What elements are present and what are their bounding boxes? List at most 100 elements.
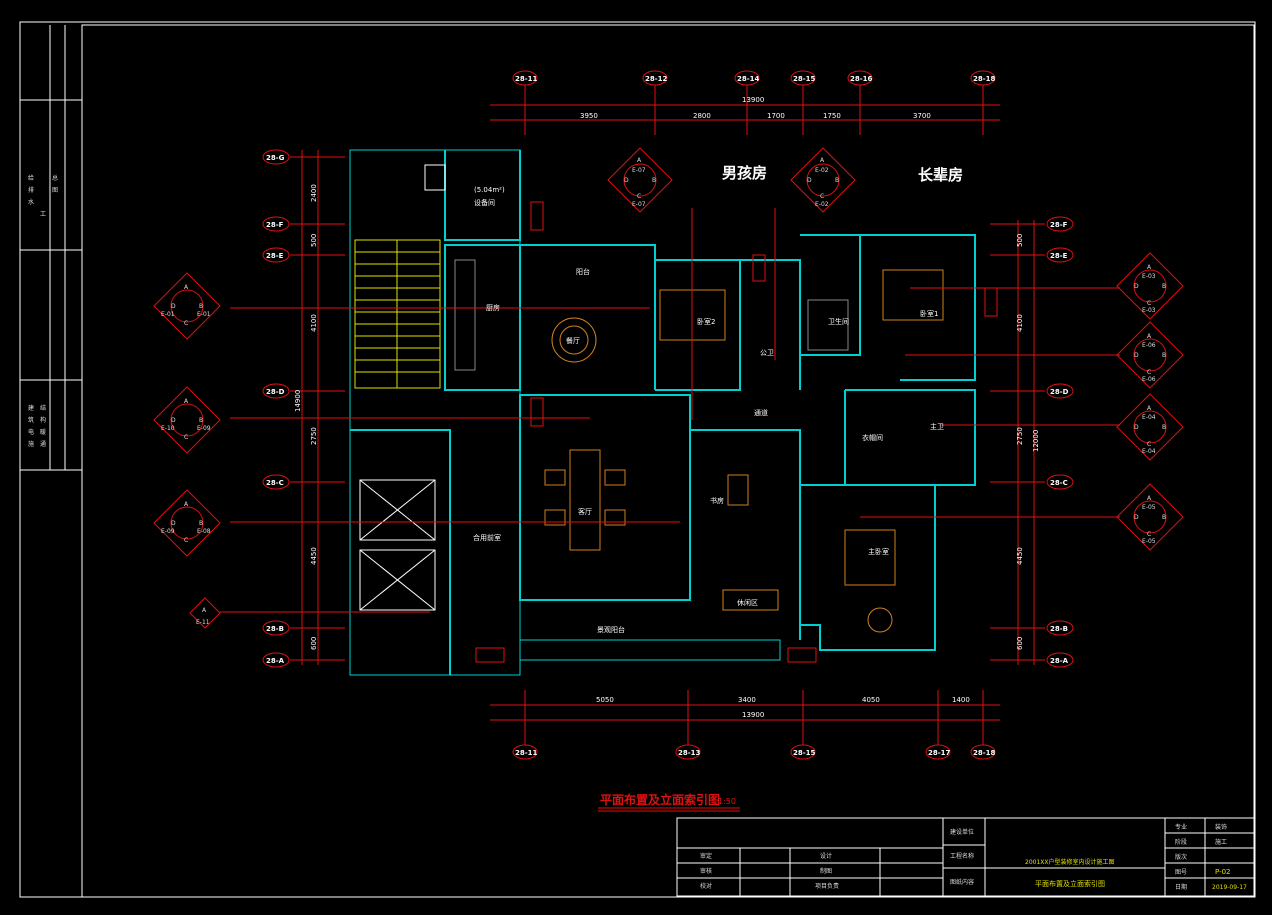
strip-text-5: 结: [40, 404, 46, 412]
dim-left-total: 14900: [294, 390, 302, 412]
dim-right-1: 500: [1016, 234, 1024, 247]
dim-left-4: 2750: [310, 427, 318, 445]
tb-content-label: 图纸内容: [950, 878, 974, 886]
index-symbol-single: A E-11: [189, 597, 221, 629]
strip-text-8: 通: [40, 440, 46, 448]
svg-text:C: C: [1147, 441, 1151, 448]
svg-text:B: B: [199, 303, 203, 310]
label-equipment-area: (5.04m²): [474, 186, 505, 194]
label-bedroom1: 卧室1: [920, 309, 938, 318]
label-bath: 卫生间: [828, 317, 849, 326]
svg-text:A: A: [1147, 405, 1152, 412]
strip-text-7: 暖: [40, 428, 46, 436]
svg-text:D: D: [171, 520, 176, 527]
label-dining: 餐厅: [566, 336, 580, 345]
grid-bottom-2: 28-13: [678, 749, 701, 757]
svg-text:E-06: E-06: [1142, 376, 1156, 383]
svg-text:E-03: E-03: [1142, 273, 1156, 280]
grid-right-F: 28-F: [1050, 221, 1068, 229]
svg-text:B: B: [1162, 514, 1166, 521]
tb-stage-label: 阶段: [1175, 838, 1187, 846]
grid-top-5: 28-16: [850, 75, 873, 83]
label-elder-room: 长辈房: [918, 166, 963, 184]
tb-approve: 审定: [700, 852, 712, 860]
dim-top-1: 3950: [580, 112, 598, 120]
label-bedroom2: 卧室2: [697, 317, 715, 326]
index-symbol-left-1: A D B C E-01 E-01: [153, 272, 221, 340]
svg-text:E-01: E-01: [197, 311, 211, 318]
dim-left-2: 500: [310, 234, 318, 247]
svg-text:A: A: [202, 607, 207, 614]
tb-sheet-name: 平面布置及立面索引图: [1035, 879, 1105, 888]
dim-top-2: 2800: [693, 112, 711, 120]
svg-text:D: D: [1134, 514, 1139, 521]
grid-top-4: 28-15: [793, 75, 816, 83]
stairwell: [354, 239, 441, 389]
grid-left-G: 28-G: [266, 154, 285, 162]
svg-text:D: D: [1134, 424, 1139, 431]
grid-bottom-1: 28-11: [515, 749, 538, 757]
index-symbol-right-3: A D B C E-04 E-04: [1116, 393, 1184, 461]
svg-text:A: A: [637, 157, 642, 164]
svg-text:B: B: [199, 520, 203, 527]
top-grid-axes: 28-11 28-12 28-14 28-15 28-16 28-18 1390…: [490, 70, 1000, 135]
dim-top-4: 1750: [823, 112, 841, 120]
grid-top-3: 28-14: [737, 75, 760, 83]
svg-text:D: D: [807, 177, 812, 184]
label-corridor: 通道: [754, 408, 768, 417]
grid-right-E: 28-E: [1050, 252, 1068, 260]
svg-text:C: C: [1147, 369, 1151, 376]
label-boys-room: 男孩房: [722, 164, 767, 182]
label-balcony: 阳台: [576, 267, 590, 276]
room-labels: 男孩房 长辈房 厨房 阳台 餐厅 客厅 通道 书房 卧室2 卧室1 卫生间 公卫…: [473, 164, 963, 634]
dim-left-6: 600: [310, 637, 318, 650]
label-kitchen: 厨房: [486, 303, 500, 312]
tb-date-label: 日期: [1175, 883, 1187, 891]
svg-text:E-09: E-09: [197, 425, 211, 432]
furniture: [454, 259, 944, 633]
svg-text:C: C: [1147, 300, 1151, 307]
strip-text-9: 给: [28, 174, 34, 182]
svg-text:D: D: [1134, 352, 1139, 359]
svg-text:A: A: [184, 398, 189, 405]
tb-review: 审核: [700, 867, 712, 875]
tb-design: 设计: [820, 852, 832, 860]
svg-text:D: D: [171, 417, 176, 424]
dim-top-total: 13900: [742, 96, 764, 104]
grid-bottom-5: 28-18: [973, 749, 996, 757]
strip-text-14: 总: [52, 174, 58, 182]
svg-text:E-02: E-02: [815, 201, 829, 208]
svg-text:A: A: [184, 501, 189, 508]
dim-bottom-total: 13900: [742, 711, 764, 719]
svg-text:A: A: [820, 157, 825, 164]
tb-pm: 项目负责: [815, 882, 839, 890]
svg-text:D: D: [171, 303, 176, 310]
svg-text:E-07: E-07: [632, 201, 646, 208]
svg-text:E-06: E-06: [1142, 342, 1156, 349]
strip-text-4: 施: [28, 440, 34, 448]
tb-project-name: 2001XX户型装修室内设计施工图: [1025, 858, 1115, 866]
grid-left-D: 28-D: [266, 388, 285, 396]
dim-right-3: 2750: [1016, 427, 1024, 445]
tb-draw: 制图: [820, 867, 832, 875]
tb-sheet-no-label: 图号: [1175, 869, 1187, 876]
label-lobby: 合用前室: [473, 533, 501, 542]
label-master-bedroom: 主卧室: [868, 547, 889, 556]
strip-text-6: 构: [40, 416, 46, 424]
dim-top-5: 3700: [913, 112, 931, 120]
svg-text:A: A: [1147, 495, 1152, 502]
svg-text:E-08: E-08: [197, 528, 211, 535]
svg-text:C: C: [637, 193, 641, 200]
dim-right-2: 4100: [1016, 314, 1024, 332]
svg-text:C: C: [820, 193, 824, 200]
strip-text-2: 筑: [28, 416, 34, 424]
svg-text:E-09: E-09: [161, 528, 175, 535]
grid-bottom-4: 28-17: [928, 749, 951, 757]
dim-bottom-2: 3400: [738, 696, 756, 704]
index-symbol-top-1: A D B C E-07 E-07: [607, 147, 673, 213]
inner-frame: [81, 24, 1255, 898]
dim-left-3: 4100: [310, 314, 318, 332]
grid-left-C: 28-C: [266, 479, 284, 487]
svg-text:E-01: E-01: [161, 311, 175, 318]
